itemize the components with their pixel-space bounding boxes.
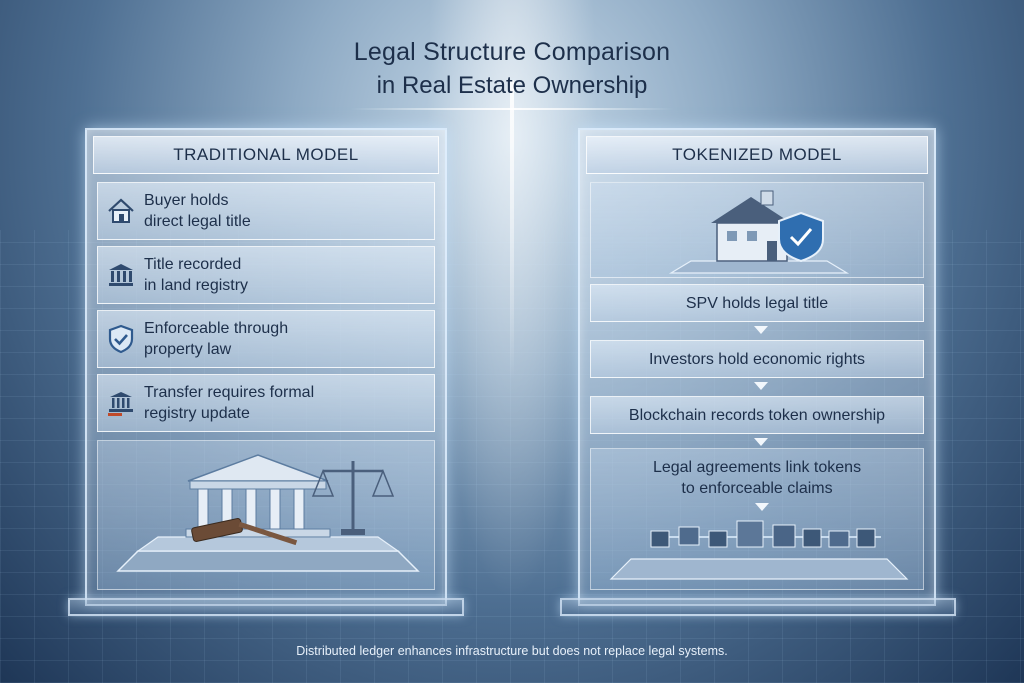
house-icon — [98, 197, 144, 225]
tokenized-model-panel: TOKENIZED MODEL SPV holds legal title In… — [578, 128, 936, 606]
title-line-1: Legal Structure Comparison — [353, 38, 671, 66]
tokenized-bottom-area: Legal agreements link tokens to enforcea… — [590, 448, 924, 590]
tokenized-model-header: TOKENIZED MODEL — [586, 136, 928, 174]
traditional-item-4: Transfer requires formal registry update — [97, 374, 435, 432]
traditional-item-1: Buyer holds direct legal title — [97, 182, 435, 240]
traditional-model-header: TRADITIONAL MODEL — [93, 136, 439, 174]
house-shield-icon — [668, 190, 850, 274]
traditional-item-1-line-1: Buyer holds — [144, 192, 229, 209]
arrow-down-icon — [754, 382, 768, 390]
arrow-down-icon — [754, 438, 768, 446]
footer-note: Distributed ledger enhances infrastructu… — [296, 644, 728, 658]
traditional-item-3: Enforceable through property law — [97, 310, 435, 368]
traditional-item-1-line-2: direct legal title — [144, 213, 251, 230]
courthouse-gavel-scales-icon — [116, 454, 420, 572]
arrow-down-icon — [755, 503, 769, 511]
tokenized-step-3: Blockchain records token ownership — [590, 396, 924, 434]
traditional-model-panel: TRADITIONAL MODEL Buyer holds direct leg… — [85, 128, 447, 606]
tokenized-step-4-line-2: to enforceable claims — [681, 480, 833, 497]
title-line-2: in Real Estate Ownership — [376, 72, 648, 99]
tokenized-step-1-text: SPV holds legal title — [685, 294, 829, 312]
tokenized-step-2-text: Investors hold economic rights — [648, 350, 866, 368]
tokenized-top-illustration-area — [590, 182, 924, 278]
registry-building-icon — [98, 389, 144, 417]
title-divider — [350, 108, 674, 110]
shield-check-icon — [98, 324, 144, 354]
tokenized-step-2: Investors hold economic rights — [590, 340, 924, 378]
traditional-illustration-area — [97, 440, 435, 590]
traditional-item-2-line-2: in land registry — [144, 277, 249, 294]
traditional-item-3-line-1: Enforceable through — [144, 320, 289, 337]
blockchain-blocks-icon — [609, 520, 909, 580]
traditional-item-4-line-1: Transfer requires formal — [144, 384, 315, 401]
traditional-item-3-line-2: property law — [144, 341, 232, 358]
left-pedestal — [68, 598, 464, 616]
traditional-item-4-line-2: registry update — [144, 405, 250, 422]
arrow-down-icon — [754, 326, 768, 334]
traditional-item-2: Title recorded in land registry — [97, 246, 435, 304]
light-beam — [510, 80, 514, 380]
traditional-item-2-line-1: Title recorded — [144, 256, 242, 273]
tokenized-step-3-text: Blockchain records token ownership — [628, 406, 886, 424]
tokenized-step-4-line-1: Legal agreements link tokens — [652, 459, 862, 476]
bank-icon — [98, 261, 144, 289]
tokenized-step-1: SPV holds legal title — [590, 284, 924, 322]
right-pedestal — [560, 598, 956, 616]
